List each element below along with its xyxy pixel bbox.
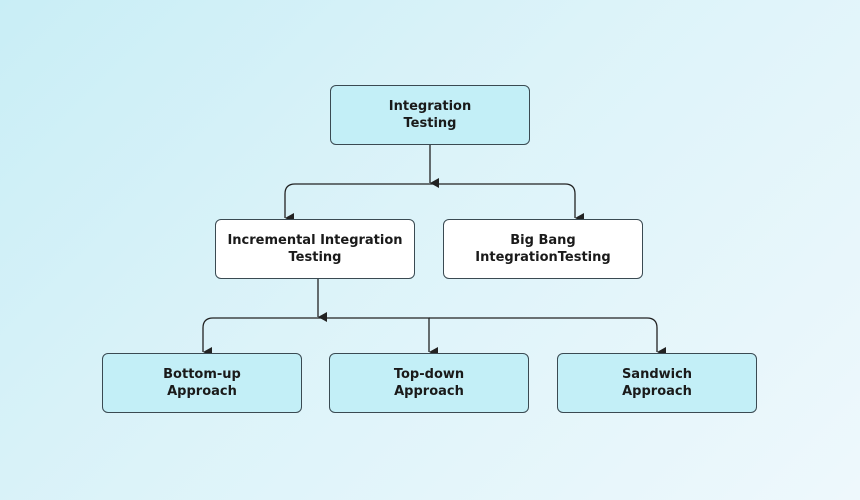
node-label-line: Approach: [622, 384, 692, 399]
edge-root-to-incremental: [284, 183, 430, 223]
node-label-line: Approach: [394, 384, 464, 399]
edge-incremental-to-sandwich: [429, 317, 666, 357]
node-label-line: IntegrationTesting: [475, 250, 611, 265]
node-sandwich-approach: Sandwich Approach: [557, 353, 757, 413]
node-label-line: Approach: [167, 384, 237, 399]
node-incremental-integration-testing: Incremental Integration Testing: [215, 219, 415, 279]
node-top-down-approach: Top-down Approach: [329, 353, 529, 413]
node-label-line: Testing: [288, 250, 342, 265]
edge-incremental-to-top-down: [318, 317, 438, 357]
node-label-line: Bottom-up: [163, 367, 241, 382]
node-label-line: Big Bang: [510, 233, 576, 248]
node-label-line: Testing: [403, 116, 457, 131]
node-label-line: Incremental Integration: [227, 233, 403, 248]
node-big-bang-integration-testing: Big Bang IntegrationTesting: [443, 219, 643, 279]
node-integration-testing: Integration Testing: [330, 85, 530, 145]
edge-root-to-big-bang: [430, 183, 584, 223]
node-label-line: Sandwich: [621, 367, 693, 382]
node-bottom-up-approach: Bottom-up Approach: [102, 353, 302, 413]
node-label-line: Integration: [388, 99, 472, 114]
node-label-line: Top-down: [393, 367, 465, 382]
edge-incremental-to-bottom-up: [202, 317, 318, 357]
